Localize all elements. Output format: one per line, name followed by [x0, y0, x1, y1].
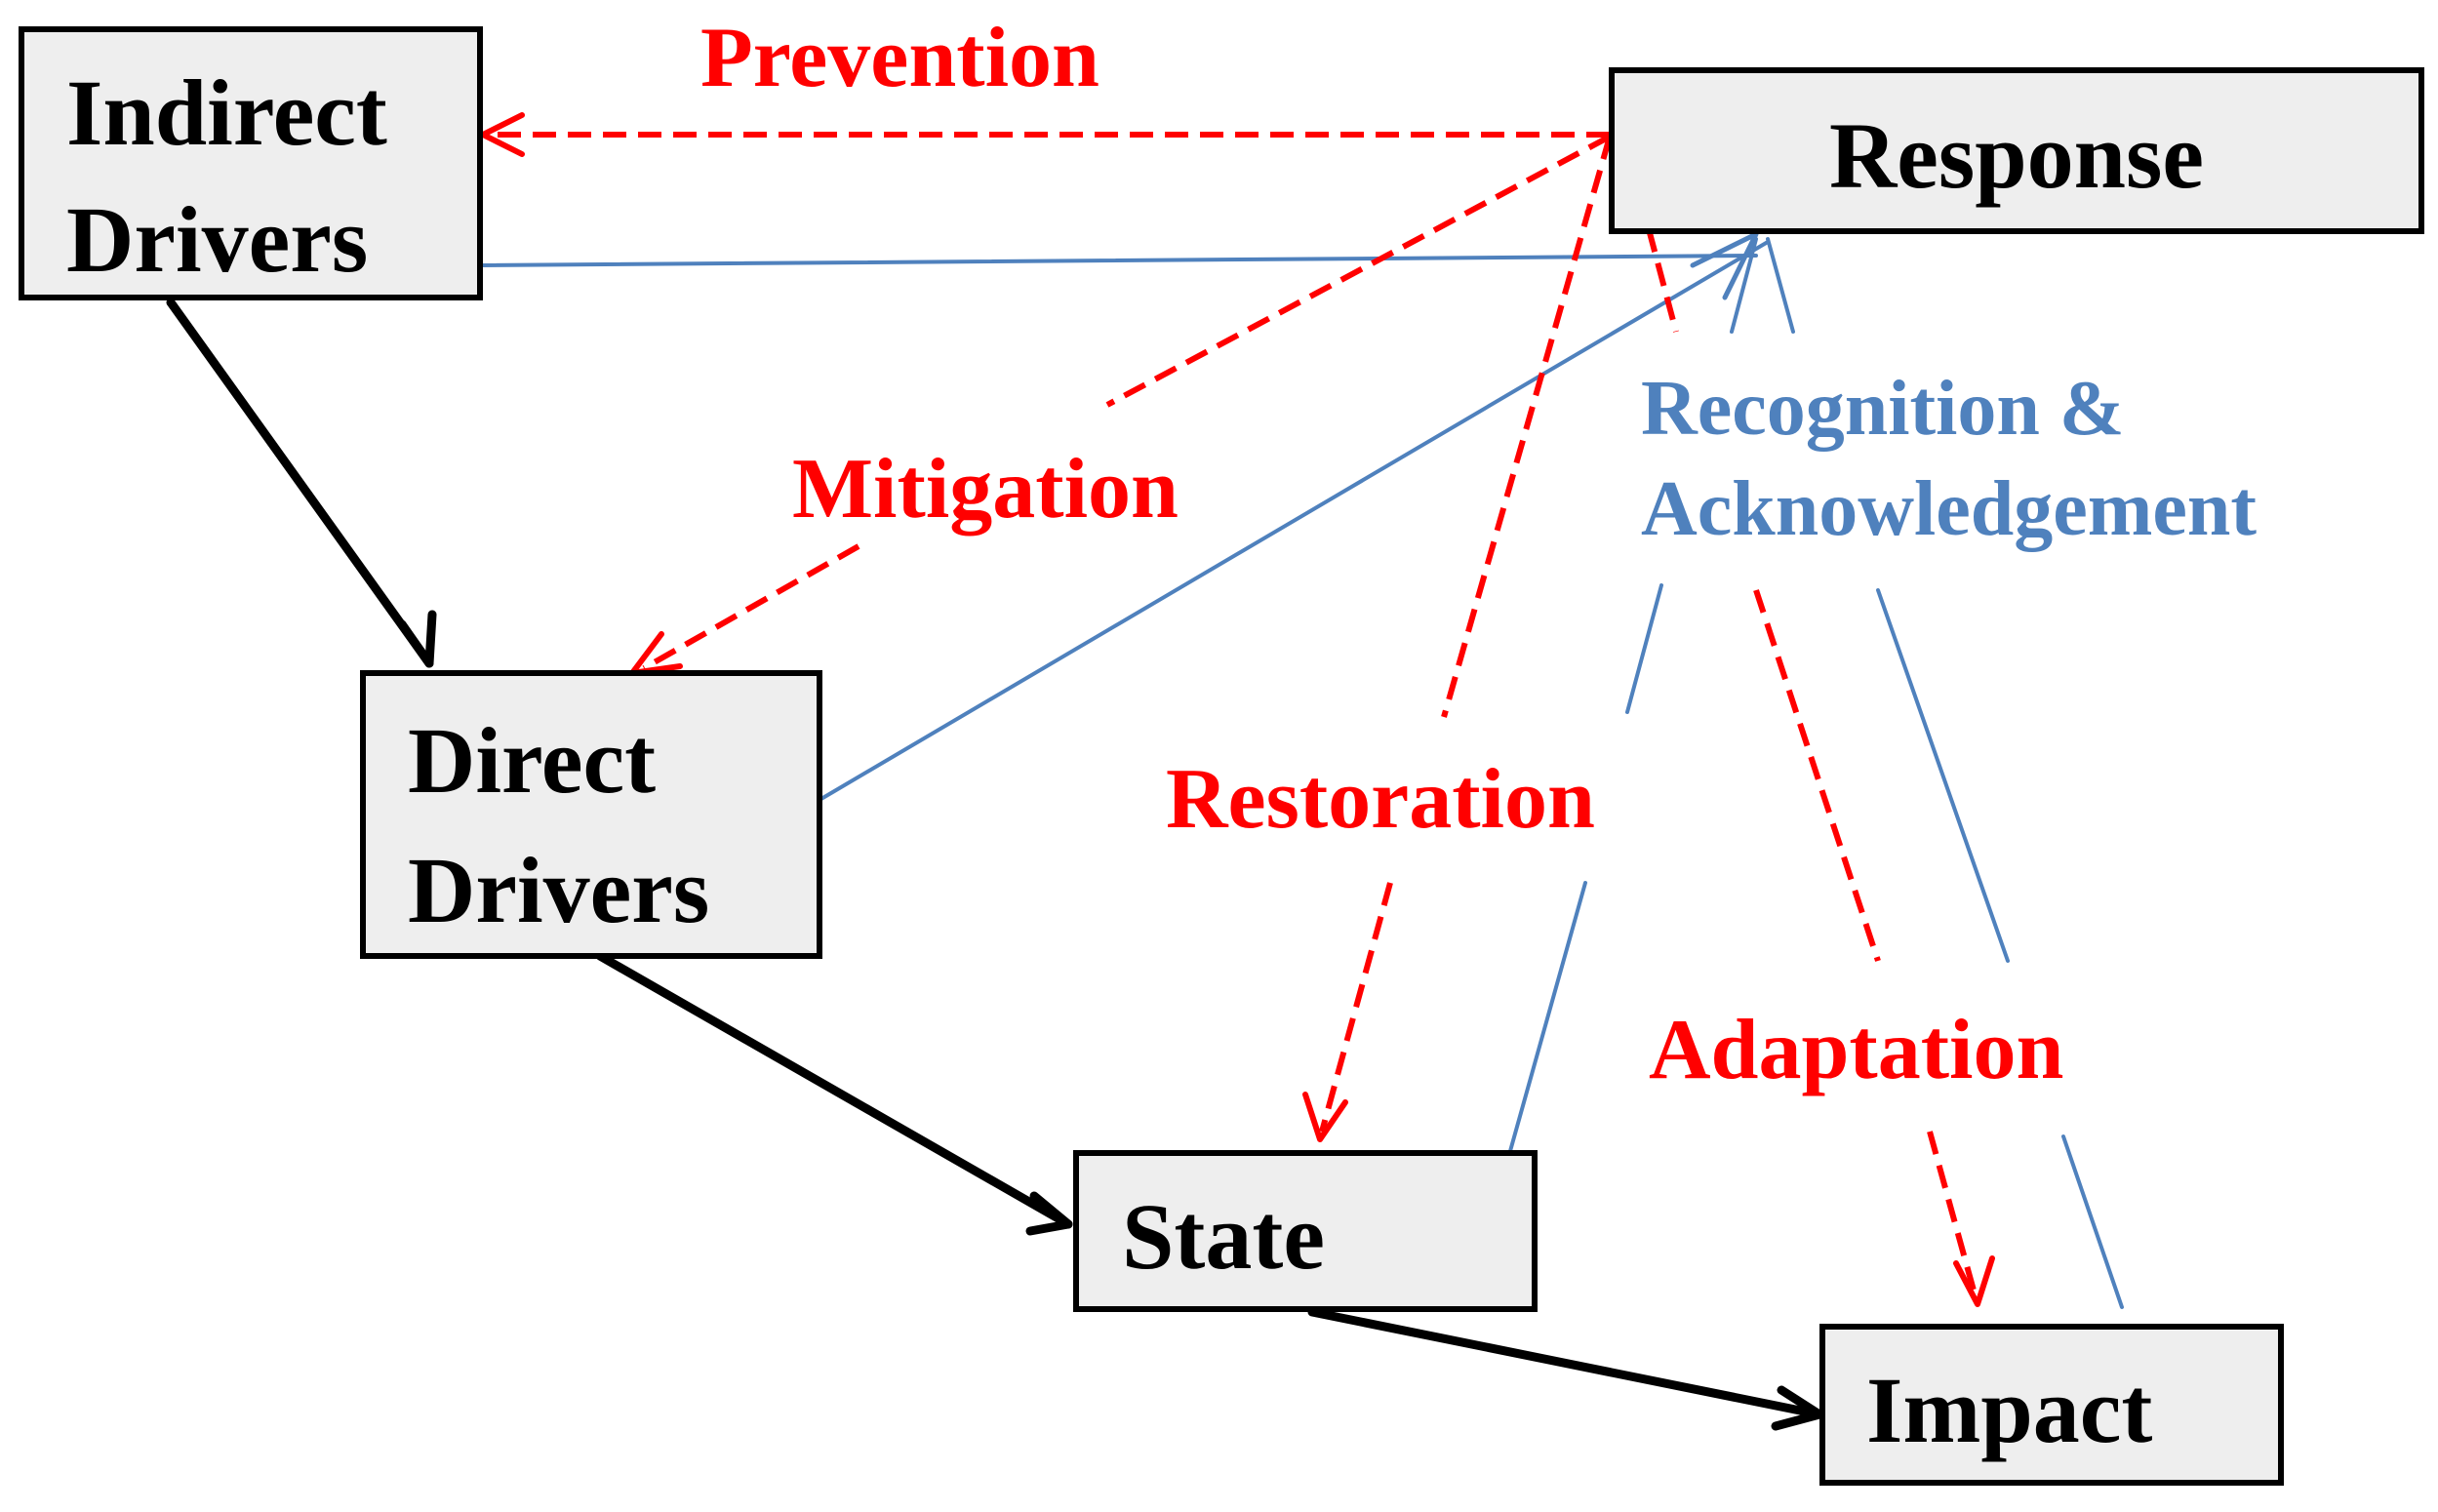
- direct-drivers-box: [360, 670, 822, 959]
- blue-tick-1: [1730, 237, 1758, 334]
- red-arrow-mitigation-upper: [1105, 134, 1612, 408]
- direct-drivers-line1: Direct: [408, 708, 656, 813]
- label-recognition-line2: Acknowledgement: [1641, 466, 2257, 552]
- label-prevention: Prevention: [700, 11, 1099, 105]
- red-arrow-restoration-lower: [1319, 882, 1393, 1133]
- node-state: State: [1073, 1150, 1538, 1312]
- blue-tick-2: [1766, 237, 1795, 334]
- response-box: [1609, 67, 2424, 234]
- node-direct-drivers: Direct Drivers: [360, 670, 822, 959]
- state-box: [1073, 1150, 1538, 1312]
- red-arrow-adaptation-middle: [1753, 589, 1881, 962]
- red-arrow-adaptation-head: [1953, 1255, 1995, 1307]
- arrow-state-to-impact: [1307, 1307, 1824, 1419]
- red-arrow-restoration-upper: [1441, 136, 1613, 718]
- recognition-label: Recognition & Acknowledgement: [1641, 366, 2257, 552]
- label-mitigation: Mitigation: [792, 442, 1179, 537]
- blue-line-impact-lower: [2061, 1134, 2124, 1309]
- arrow-direct-to-state: [595, 951, 1073, 1229]
- label-recognition-line1: Recognition &: [1641, 366, 2125, 452]
- red-arrow-adaptation-top: [1646, 228, 1679, 333]
- red-arrow-adaptation-lower: [1927, 1131, 1978, 1298]
- node-indirect-drivers: Indirect Drivers: [19, 26, 483, 300]
- blue-line-direct-to-response: [818, 240, 1770, 802]
- indirect-drivers-box: [19, 26, 483, 300]
- recognition-lines: [478, 231, 2124, 1309]
- impact-box: [1819, 1324, 2284, 1486]
- response-type-labels: Prevention Mitigation Restoration Adapta…: [700, 11, 2063, 1097]
- direct-drivers-line2: Drivers: [408, 838, 709, 942]
- impact-label: Impact: [1866, 1358, 2152, 1462]
- response-arrows: [480, 112, 1995, 1307]
- indirect-drivers-line1: Indirect: [66, 60, 387, 165]
- blue-line-state-lower: [1508, 881, 1587, 1153]
- red-arrow-mitigation-lower: [642, 543, 860, 671]
- state-label: State: [1122, 1184, 1325, 1289]
- indirect-drivers-line2: Drivers: [66, 187, 368, 292]
- blue-line-state-upper: [1625, 583, 1663, 714]
- arrow-indirect-to-direct-head: [397, 610, 437, 668]
- response-label: Response: [1829, 103, 2204, 208]
- arrow-direct-to-state-head: [1025, 1191, 1073, 1236]
- blue-line-impact-upper: [1876, 588, 2010, 963]
- label-adaptation: Adaptation: [1649, 1003, 2063, 1097]
- label-restoration: Restoration: [1166, 752, 1595, 847]
- blue-line-indirect-to-response: [478, 254, 1758, 267]
- node-impact: Impact: [1819, 1324, 2284, 1486]
- arrow-indirect-to-direct: [166, 298, 434, 668]
- node-response: Response: [1609, 67, 2424, 234]
- red-arrow-restoration-head: [1302, 1092, 1348, 1142]
